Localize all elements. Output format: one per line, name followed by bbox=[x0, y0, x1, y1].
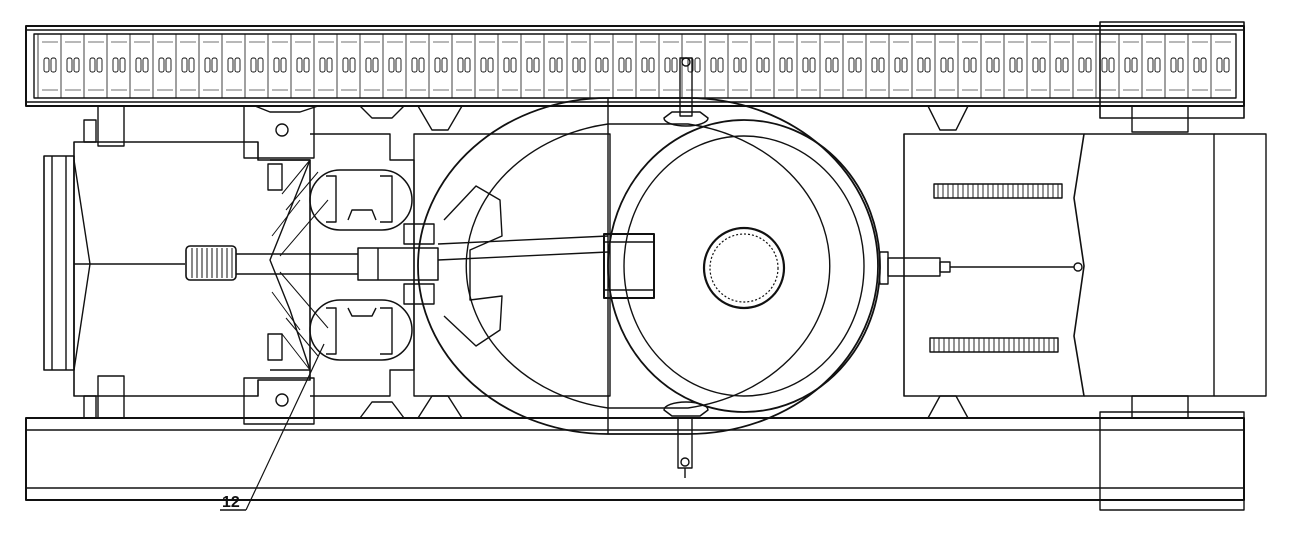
track-link bbox=[129, 34, 150, 98]
center-frame bbox=[243, 105, 415, 425]
track-link bbox=[497, 34, 518, 98]
track-link bbox=[106, 34, 127, 98]
track-link bbox=[796, 34, 817, 98]
track-link bbox=[1095, 34, 1116, 98]
track-link bbox=[589, 34, 610, 98]
right-rod bbox=[878, 251, 1083, 285]
track-link bbox=[1003, 34, 1024, 98]
track-link bbox=[1141, 34, 1162, 98]
vent-grille-bottom bbox=[933, 338, 1055, 352]
track-link bbox=[773, 34, 794, 98]
track-links bbox=[37, 34, 1231, 98]
track-link bbox=[819, 34, 840, 98]
track-link bbox=[405, 34, 426, 98]
track-link bbox=[658, 34, 679, 98]
right-end-housing bbox=[903, 133, 1267, 397]
track-link bbox=[1187, 34, 1208, 98]
bottom-cylinder bbox=[663, 401, 709, 478]
rotor-housing bbox=[417, 97, 881, 435]
center-panel bbox=[413, 133, 611, 397]
track-link bbox=[865, 34, 886, 98]
support-legs bbox=[83, 105, 1189, 419]
track-link bbox=[175, 34, 196, 98]
callout-12-label: 12 bbox=[222, 494, 240, 511]
track-link bbox=[1118, 34, 1139, 98]
clamp-pads bbox=[309, 169, 413, 361]
track-link bbox=[152, 34, 173, 98]
track-link bbox=[336, 34, 357, 98]
callout-12: 12 bbox=[220, 343, 325, 511]
track-link bbox=[1164, 34, 1185, 98]
track-link bbox=[520, 34, 541, 98]
track-link bbox=[727, 34, 748, 98]
track-link bbox=[313, 34, 334, 98]
track-link bbox=[635, 34, 656, 98]
track-link bbox=[750, 34, 771, 98]
track-link bbox=[474, 34, 495, 98]
track-link bbox=[842, 34, 863, 98]
track-link bbox=[37, 34, 58, 98]
track-link bbox=[957, 34, 978, 98]
track-link bbox=[267, 34, 288, 98]
track-link bbox=[382, 34, 403, 98]
track-link bbox=[934, 34, 955, 98]
track-link bbox=[451, 34, 472, 98]
crawler-track-top bbox=[25, 21, 1245, 119]
track-link bbox=[543, 34, 564, 98]
vent-grille-top bbox=[937, 184, 1059, 198]
bottom-rail-beam bbox=[25, 411, 1245, 511]
track-link bbox=[704, 34, 725, 98]
track-link bbox=[1026, 34, 1047, 98]
track-link bbox=[911, 34, 932, 98]
rod-ribs bbox=[191, 248, 233, 278]
hydraulic-rod bbox=[185, 223, 609, 305]
track-link bbox=[244, 34, 265, 98]
top-cylinder bbox=[663, 57, 709, 127]
track-link bbox=[83, 34, 104, 98]
track-link bbox=[60, 34, 81, 98]
track-link bbox=[1049, 34, 1070, 98]
track-link bbox=[198, 34, 219, 98]
track-link bbox=[1072, 34, 1093, 98]
track-link bbox=[221, 34, 242, 98]
track-link bbox=[428, 34, 449, 98]
track-link bbox=[980, 34, 1001, 98]
left-end-housing bbox=[43, 141, 311, 397]
track-link bbox=[612, 34, 633, 98]
track-link bbox=[290, 34, 311, 98]
diagonal-plates bbox=[271, 159, 329, 371]
track-link bbox=[359, 34, 380, 98]
track-link bbox=[888, 34, 909, 98]
track-link bbox=[566, 34, 587, 98]
track-link bbox=[1210, 34, 1231, 98]
